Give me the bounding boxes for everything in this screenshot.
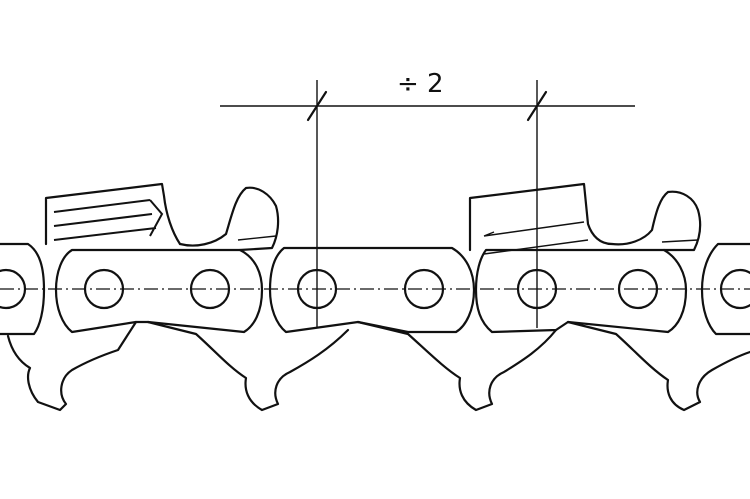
chain-links <box>0 242 750 336</box>
cutter-right <box>468 182 614 252</box>
cutters <box>44 182 702 255</box>
pitch-dimension: ÷ 2 <box>220 69 635 328</box>
drive-link-tooth <box>6 320 138 412</box>
cutter-right-hatch <box>483 221 589 255</box>
depth-gauge-left <box>178 186 280 252</box>
side-link-right-edge <box>700 242 750 336</box>
dimension-tick-right <box>526 90 548 122</box>
drive-links <box>6 320 750 412</box>
link-plate <box>54 248 264 334</box>
cutter-left-hatch <box>53 199 164 241</box>
link-plate <box>474 248 688 334</box>
link-plate <box>268 246 476 334</box>
drive-link-tooth <box>146 320 350 412</box>
drive-link-tooth <box>356 320 558 412</box>
dimension-label: ÷ 2 <box>397 69 444 99</box>
drive-link-tooth <box>566 320 750 412</box>
dimension-tick-left <box>306 90 328 122</box>
depth-gauge-right-line <box>661 239 699 243</box>
depth-gauge-right <box>610 190 702 252</box>
depth-gauge-left-line <box>237 235 277 241</box>
side-link-left-edge <box>0 242 46 336</box>
cutter-left <box>44 182 182 246</box>
